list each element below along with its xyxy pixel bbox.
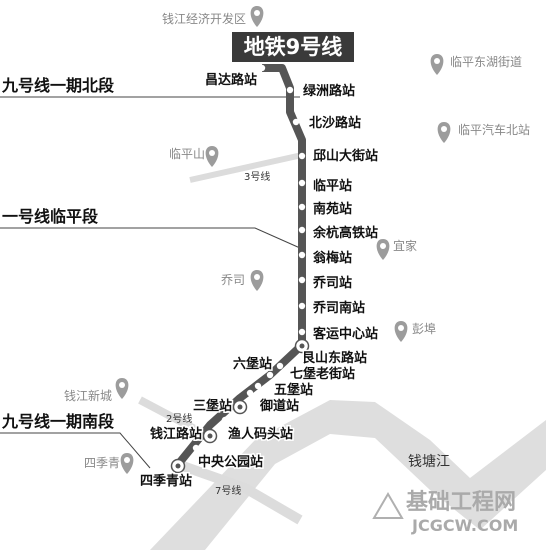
location-pin-hole: [380, 243, 386, 249]
location-pin-icon: [120, 453, 134, 474]
station-label: 昌达路站: [205, 72, 257, 88]
watermark-en: JCGCW.COM: [411, 516, 518, 535]
station-label: 翁梅站: [312, 250, 352, 266]
line2-label: 2号线: [166, 412, 192, 425]
line-7-track: [178, 460, 303, 525]
linping-lead: [0, 227, 301, 249]
station-label: 绿洲路站: [303, 83, 355, 99]
section-linping-label: 一号线临平段: [2, 207, 99, 226]
station-label: 三堡站: [193, 398, 232, 414]
line-3-track: [189, 152, 303, 183]
location-pin-hole: [254, 274, 260, 280]
location-pin-hole: [398, 325, 404, 331]
place-label: 钱江新城: [64, 388, 112, 403]
location-pin-hole: [209, 150, 215, 156]
station-dot: [298, 328, 306, 336]
station-dot: [298, 203, 306, 211]
section-north-label: 九号线一期北段: [1, 76, 115, 95]
place-label: 四季青: [84, 456, 120, 470]
location-pin-icon: [394, 321, 408, 342]
transfer-mark-core: [237, 404, 243, 410]
station-label: 中央公园站: [198, 454, 263, 470]
river-band: [150, 400, 546, 550]
station-dot: [298, 152, 306, 160]
location-pin-icon: [437, 122, 451, 143]
title-box: 地铁9号线: [232, 32, 354, 62]
location-pin-icon: [250, 6, 264, 27]
location-pin-icon: [376, 239, 390, 260]
station-label: 南苑站: [313, 201, 352, 217]
place-label: 临平山: [169, 147, 205, 161]
station-label: 余杭高铁站: [312, 225, 378, 241]
section-south-label: 九号线一期南段: [1, 412, 115, 431]
page-title: 地铁9号线: [243, 35, 343, 59]
line7-label: 7号线: [215, 484, 241, 497]
station-label: 邱山大街站: [313, 148, 378, 164]
location-pin-hole: [441, 126, 447, 132]
place-label: 临平东湖街道: [450, 54, 522, 69]
place-label: 乔司: [221, 273, 245, 287]
station-label: 乔司南站: [312, 300, 365, 316]
map-labels: 昌达路站绿洲路站北沙路站邱山大街站临平站南苑站余杭高铁站翁梅站乔司站乔司南站客运…: [1, 11, 530, 535]
transfer-mark-core: [175, 463, 181, 469]
station-label: 御道站: [259, 398, 299, 414]
station-dot: [292, 118, 300, 126]
station-label: 艮山东路站: [302, 350, 367, 366]
station-dot: [192, 444, 200, 452]
watermark-cn: 基础工程网: [406, 490, 516, 515]
station-label: 北沙路站: [309, 115, 361, 131]
station-label: 客运中心站: [313, 326, 378, 342]
line3-label: 3号线: [244, 170, 270, 183]
location-pin-icon: [205, 146, 219, 167]
place-label: 临平汽车北站: [458, 122, 530, 137]
location-pin-hole: [434, 58, 440, 64]
station-dot: [221, 416, 229, 424]
line-2-track: [138, 396, 212, 441]
location-pin-icon: [430, 54, 444, 75]
transfer-mark-core: [299, 343, 305, 349]
river-label: 钱塘江: [408, 454, 450, 470]
station-dot: [266, 371, 274, 379]
watermark-logo-icon: [372, 492, 404, 519]
station-dot: [286, 86, 294, 94]
station-label: 钱江路站: [150, 426, 202, 442]
south-lead: [0, 432, 151, 469]
station-dot: [254, 382, 262, 390]
location-pin-hole: [124, 457, 130, 463]
station-dot: [298, 251, 306, 259]
place-pins: [115, 6, 451, 474]
station-marks: [170, 64, 310, 474]
station-dot: [298, 276, 306, 284]
station-label: 五堡站: [274, 382, 313, 398]
location-pin-hole: [254, 10, 260, 16]
location-pin-icon: [115, 378, 129, 399]
station-label: 七堡老街站: [290, 366, 355, 382]
station-dot: [298, 302, 306, 310]
station-label: 临平站: [313, 178, 352, 194]
station-dot: [276, 362, 284, 370]
place-label: 钱江经济开发区: [162, 11, 246, 26]
station-label: 乔司站: [312, 275, 352, 291]
station-label: 六堡站: [233, 356, 272, 372]
station-label: 四季青站: [140, 473, 192, 489]
place-label: 宜家: [393, 238, 417, 253]
station-dot: [298, 179, 306, 187]
location-pin-hole: [119, 382, 125, 388]
station-label: 渔人码头站: [228, 426, 293, 442]
station-dot: [298, 226, 306, 234]
transfer-mark-core: [207, 433, 213, 439]
station-dot: [258, 64, 266, 72]
location-pin-icon: [250, 270, 264, 291]
place-label: 彭埠: [412, 322, 436, 336]
station-dot: [246, 389, 254, 397]
